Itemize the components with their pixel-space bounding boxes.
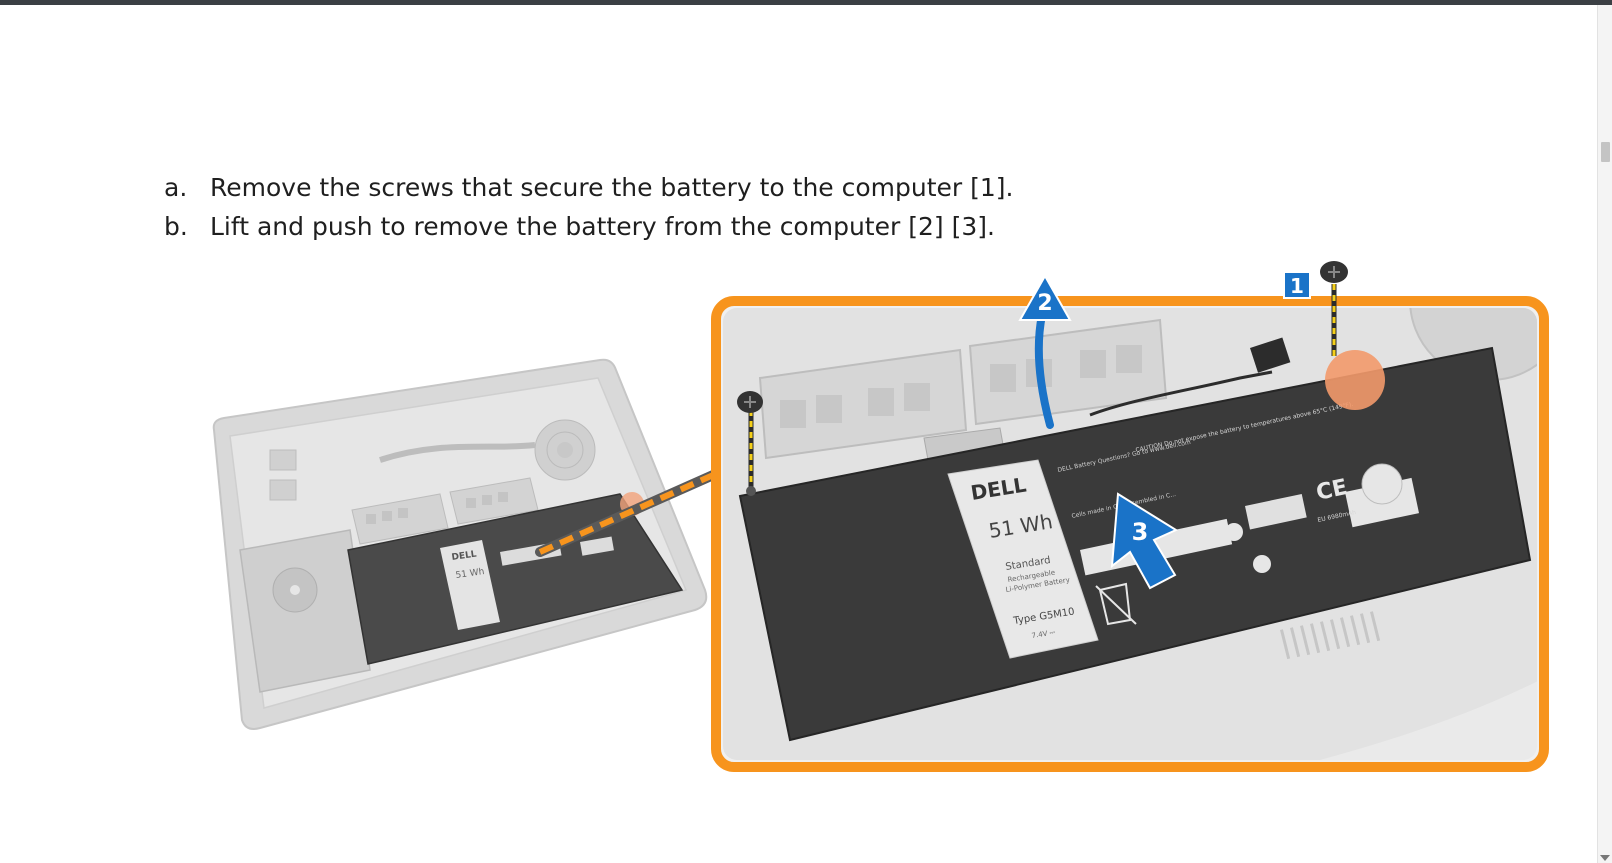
right-screw	[1320, 261, 1348, 356]
overview-laptop: DELL 51 Wh	[212, 358, 708, 730]
step-b-letter: b.	[164, 212, 188, 241]
step-b-text: Lift and push to remove the battery from…	[210, 212, 995, 241]
callout-2-label: 2	[1037, 291, 1052, 316]
overview-battery: DELL 51 Wh	[347, 492, 684, 665]
overview-ram	[351, 477, 539, 545]
vent-slots	[1279, 611, 1381, 660]
left-screw	[737, 391, 763, 496]
callout-1-label: 1	[1290, 274, 1304, 298]
callout-1: 1	[1283, 271, 1311, 299]
callout-3-arrow: 3	[1110, 492, 1179, 590]
hard-drive	[239, 529, 371, 693]
overview-fan	[534, 419, 596, 481]
window-top-bar	[0, 0, 1612, 5]
callout-3-label: 3	[1132, 518, 1149, 546]
scrollbar-thumb[interactable]	[1601, 142, 1610, 162]
recycle-bin-symbol	[1095, 582, 1137, 626]
battery-voltage: 7.4V ⎓	[1031, 628, 1056, 640]
step-a-letter: a.	[164, 173, 188, 202]
leader-line	[535, 467, 725, 557]
callout-2-arrow: 2	[1018, 273, 1072, 429]
zoom-inset: DELL 51 Wh Standard Rechargeable Li-Poly…	[711, 261, 1549, 772]
step-a-text: Remove the screws that secure the batter…	[210, 173, 1014, 202]
figure-illustration: DELL 51 Wh	[212, 261, 1549, 772]
scroll-down-arrow-icon[interactable]	[1600, 855, 1610, 861]
vertical-scrollbar[interactable]	[1597, 5, 1612, 863]
battery-removal-figure: DELL 51 Wh	[200, 260, 1595, 850]
svg-text:DELL: DELL	[451, 550, 477, 563]
zoom-ram	[758, 318, 1168, 460]
svg-text:51 Wh: 51 Wh	[455, 567, 485, 581]
